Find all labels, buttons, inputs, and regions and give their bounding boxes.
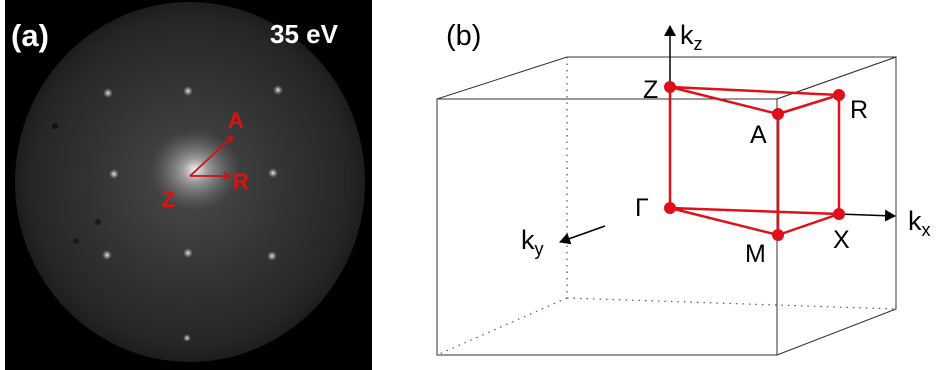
point-z bbox=[664, 81, 676, 93]
point-x bbox=[833, 208, 845, 220]
label-gamma: Γ bbox=[635, 194, 649, 222]
bounding-box bbox=[436, 56, 897, 356]
diffraction-spot bbox=[183, 248, 193, 258]
box-right-face bbox=[776, 56, 897, 356]
arrow-label-a: A bbox=[228, 108, 244, 133]
kz-label: kz bbox=[680, 20, 703, 54]
label-a: A bbox=[750, 121, 767, 149]
dark-speck bbox=[52, 123, 58, 129]
box-front-face bbox=[436, 98, 778, 356]
arrow-z-to-a bbox=[189, 137, 232, 177]
diffraction-spots bbox=[52, 85, 283, 342]
label-m: M bbox=[745, 240, 766, 268]
diffraction-spot bbox=[273, 85, 283, 95]
panel-a-label: (a) bbox=[11, 18, 49, 53]
label-r: R bbox=[850, 96, 868, 124]
diffraction-spot bbox=[183, 86, 193, 96]
panel-b-label: (b) bbox=[446, 20, 481, 52]
diffraction-spot bbox=[268, 168, 278, 178]
point-a bbox=[772, 108, 784, 120]
panel-a: A R Z (a) 35 eV bbox=[5, 0, 372, 370]
energy-label: 35 eV bbox=[270, 19, 339, 49]
point-gamma bbox=[664, 202, 676, 214]
label-x: X bbox=[833, 226, 850, 254]
panel-b: (b) kz kx ky bbox=[436, 20, 931, 356]
diffraction-spot bbox=[267, 251, 277, 261]
point-r bbox=[833, 89, 845, 101]
diffraction-spot bbox=[109, 169, 119, 179]
hidden-edges bbox=[436, 57, 897, 356]
irreducible-zone bbox=[668, 85, 841, 237]
dark-speck bbox=[73, 238, 79, 244]
diffraction-spot bbox=[102, 250, 112, 260]
diffraction-spot bbox=[183, 334, 191, 342]
dark-speck bbox=[95, 219, 101, 225]
label-z: Z bbox=[643, 76, 658, 104]
zone-bottom-face bbox=[668, 206, 841, 237]
ky-label: ky bbox=[521, 225, 544, 259]
arrow-label-z: Z bbox=[162, 187, 175, 212]
box-top-face bbox=[436, 56, 897, 100]
kx-label: kx bbox=[908, 206, 931, 240]
zone-top-face bbox=[668, 85, 841, 116]
arrow-label-r: R bbox=[233, 169, 249, 194]
point-m bbox=[772, 229, 784, 241]
ky-axis bbox=[559, 225, 606, 245]
zone-points bbox=[664, 81, 845, 241]
diffraction-spot bbox=[103, 88, 113, 98]
